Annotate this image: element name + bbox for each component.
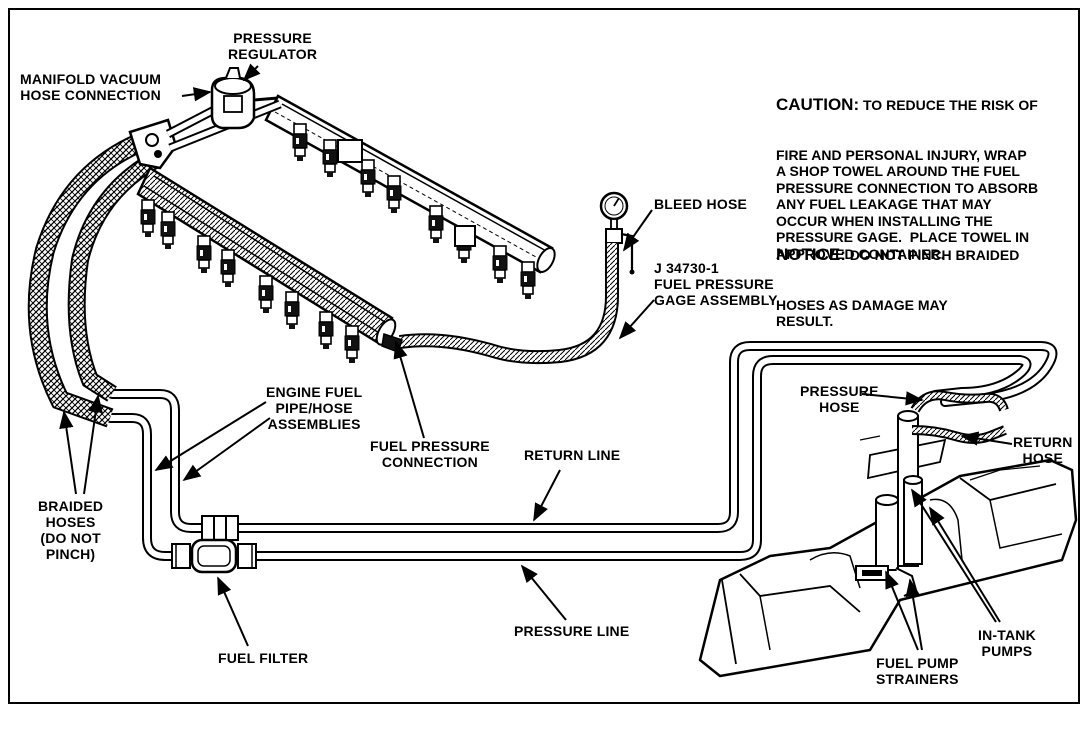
label-fuel-pump-strainers: FUEL PUMP STRAINERS	[876, 655, 959, 687]
diagram-frame	[8, 8, 1080, 704]
label-return-hose: RETURN HOSE	[1013, 434, 1073, 466]
label-engine-fuel-pipe-hose: ENGINE FUEL PIPE/HOSE ASSEMBLIES	[266, 384, 363, 432]
label-gage-assembly: J 34730-1 FUEL PRESSURE GAGE ASSEMBLY	[654, 260, 778, 308]
return-line-fitting	[201, 515, 239, 541]
label-braided-hoses: BRAIDED HOSES (DO NOT PINCH)	[38, 498, 104, 562]
notice-note: NOTICE: DO NOT PINCH BRAIDED HOSES AS DA…	[776, 214, 1019, 346]
label-return-line: RETURN LINE	[524, 447, 621, 463]
braided-hoses	[27, 130, 163, 428]
leader-arrows	[59, 63, 1013, 651]
label-pressure-regulator: PRESSURE REGULATOR	[228, 30, 318, 62]
caution-note: CAUTION: TO REDUCE THE RISK OF FIRE AND …	[776, 64, 1038, 279]
gage-hose	[398, 243, 619, 365]
pressure-regulator	[210, 67, 279, 130]
return-line	[107, 341, 1058, 533]
label-fuel-pressure-connection: FUEL PRESSURE CONNECTION	[370, 438, 490, 470]
fuel-filter	[171, 538, 257, 574]
notice-text: HOSES AS DAMAGE MAY RESULT.	[776, 296, 948, 330]
tank-pressure-hose	[910, 390, 1009, 413]
label-bleed-hose: BLEED HOSE	[654, 196, 748, 212]
tank-return-hose	[911, 425, 1007, 444]
front-fuel-rail	[136, 166, 397, 364]
label-pressure-hose: PRESSURE HOSE	[800, 383, 879, 415]
label-pressure-line: PRESSURE LINE	[514, 623, 630, 639]
manifold-vacuum-fitting	[128, 99, 282, 170]
notice-text-first-line: DO NOT PINCH BRAIDED	[849, 247, 1020, 263]
caution-heading: CAUTION:	[776, 95, 860, 114]
caution-text-first-line: TO REDUCE THE RISK OF	[863, 97, 1038, 113]
rear-fuel-rail	[264, 94, 556, 300]
caution-text: FIRE AND PERSONAL INJURY, WRAP A SHOP TO…	[776, 146, 1039, 262]
label-in-tank-pumps: IN-TANK PUMPS	[978, 627, 1036, 659]
pressure-line	[105, 355, 1032, 561]
label-manifold-vacuum-hose-connection: MANIFOLD VACUUM HOSE CONNECTION	[20, 71, 162, 103]
label-fuel-filter: FUEL FILTER	[218, 650, 309, 666]
fuel-pressure-gage	[599, 191, 635, 275]
notice-heading: NOTICE:	[776, 245, 846, 264]
